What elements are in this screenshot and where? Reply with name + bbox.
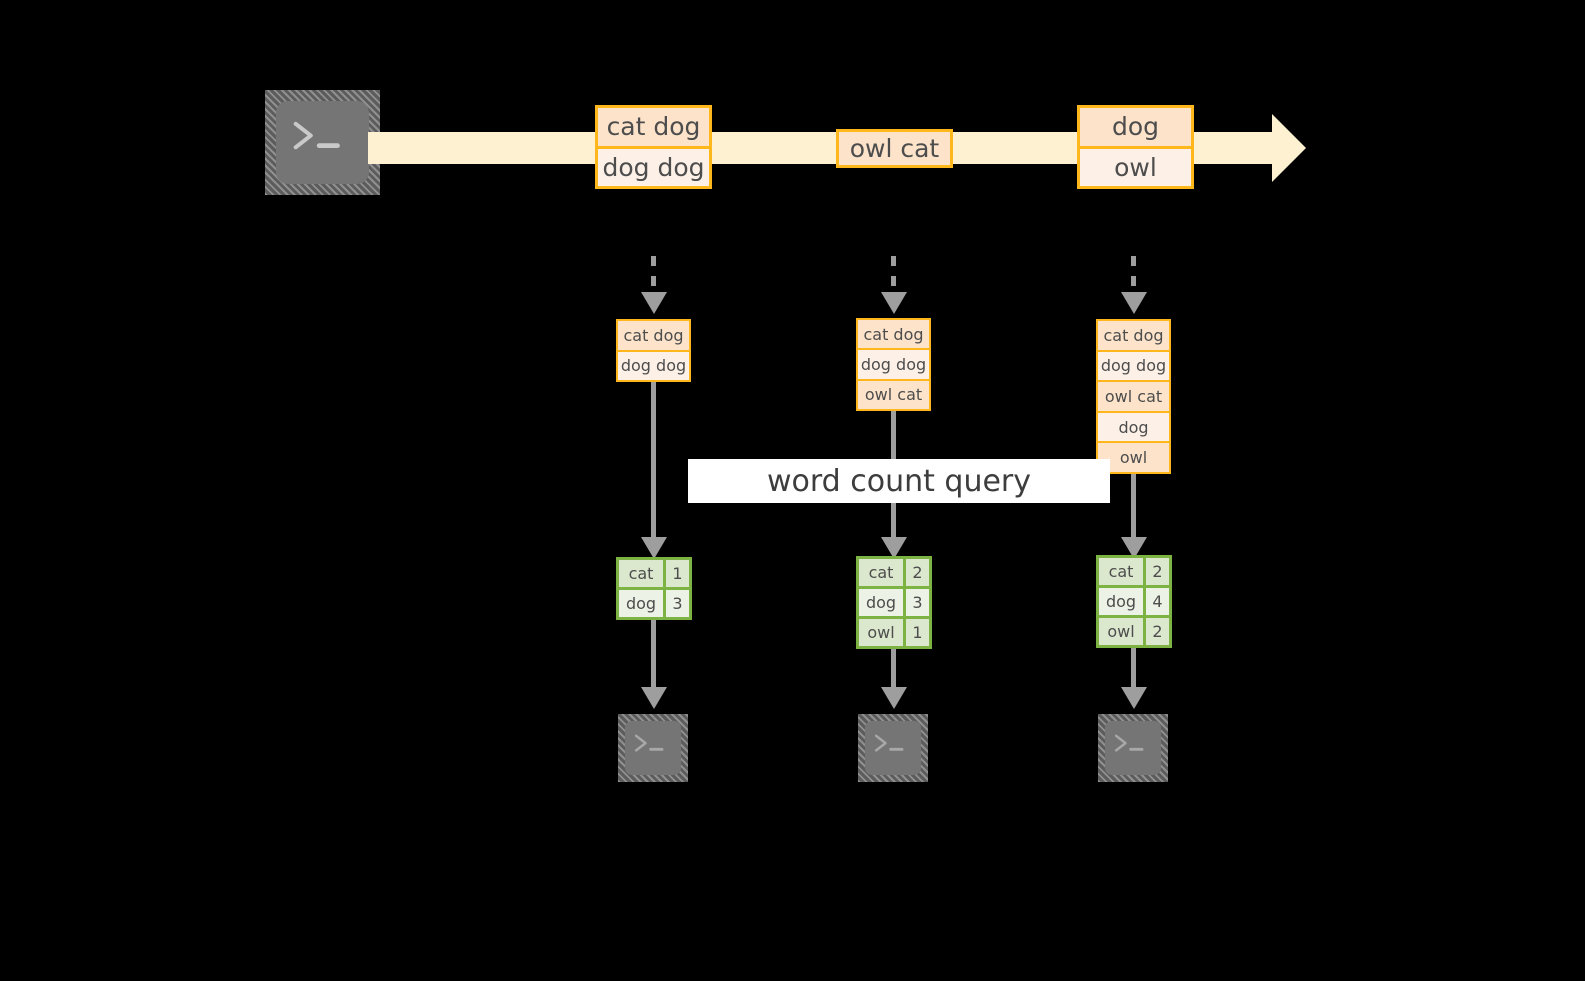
snapshot-row: dog dog bbox=[1098, 349, 1169, 381]
snapshot-row: cat dog bbox=[858, 320, 929, 349]
stream-record-row: cat dog bbox=[598, 108, 709, 146]
word-count-result-table-1: cat 1 dog 3 bbox=[616, 557, 692, 620]
stream-record-group-3: dog owl bbox=[1077, 105, 1194, 189]
result-row: cat 2 bbox=[859, 559, 929, 586]
snapshot-to-result-connector-3 bbox=[1131, 474, 1136, 539]
snapshot-to-result-connector-1 bbox=[651, 382, 656, 539]
snapshot-row: dog dog bbox=[858, 348, 929, 379]
stream-record-row: owl bbox=[1080, 145, 1191, 186]
snapshot-row: owl cat bbox=[858, 378, 929, 409]
source-terminal-icon bbox=[265, 90, 380, 195]
snapshot-row: cat dog bbox=[618, 321, 689, 350]
result-count: 2 bbox=[1143, 618, 1169, 645]
sink-terminal-icon-2 bbox=[858, 714, 928, 782]
snapshot-row: dog dog bbox=[618, 349, 689, 380]
stream-to-snapshot-connector-1 bbox=[651, 256, 656, 294]
result-word: owl bbox=[859, 619, 903, 646]
snapshot-box-1: cat dog dog dog bbox=[616, 319, 691, 382]
word-count-result-table-2: cat 2 dog 3 owl 1 bbox=[856, 556, 932, 649]
result-count: 1 bbox=[903, 619, 929, 646]
terminal-prompt-glyph bbox=[635, 734, 664, 752]
result-word: cat bbox=[1099, 558, 1143, 585]
result-count: 1 bbox=[663, 560, 689, 587]
source-terminal-body bbox=[276, 101, 369, 184]
snapshot-to-result-arrowhead-1 bbox=[641, 537, 667, 559]
result-to-sink-connector-2 bbox=[891, 649, 896, 689]
result-row: owl 2 bbox=[1099, 615, 1169, 645]
sink-terminal-body-1 bbox=[625, 721, 681, 775]
snapshot-to-result-arrowhead-3 bbox=[1121, 537, 1147, 559]
result-word: cat bbox=[859, 559, 903, 586]
result-count: 3 bbox=[663, 590, 689, 617]
snapshot-to-result-arrowhead-2 bbox=[881, 537, 907, 559]
stream-to-snapshot-connector-3 bbox=[1131, 256, 1136, 294]
word-count-query-banner: word count query bbox=[688, 459, 1110, 503]
stream-record-group-2: owl cat bbox=[836, 129, 953, 168]
stream-to-snapshot-arrowhead-3 bbox=[1121, 292, 1147, 314]
result-row: dog 3 bbox=[859, 586, 929, 616]
result-to-sink-connector-3 bbox=[1131, 648, 1136, 689]
stream-record-row: owl cat bbox=[839, 132, 950, 165]
stream-record-row: dog bbox=[1080, 108, 1191, 146]
result-word: cat bbox=[619, 560, 663, 587]
result-count: 2 bbox=[903, 559, 929, 586]
result-to-sink-arrowhead-1 bbox=[641, 687, 667, 709]
snapshot-box-2: cat dog dog dog owl cat bbox=[856, 318, 931, 411]
result-word: dog bbox=[1099, 588, 1143, 615]
stream-to-snapshot-connector-2 bbox=[891, 256, 896, 294]
sink-terminal-icon-3 bbox=[1098, 714, 1168, 782]
sink-terminal-body-3 bbox=[1105, 721, 1161, 775]
snapshot-box-3: cat dog dog dog owl cat dog owl bbox=[1096, 319, 1171, 474]
result-word: owl bbox=[1099, 618, 1143, 645]
result-word: dog bbox=[859, 589, 903, 616]
result-row: cat 1 bbox=[619, 560, 689, 587]
stream-to-snapshot-arrowhead-2 bbox=[881, 292, 907, 314]
terminal-prompt-glyph bbox=[293, 122, 340, 150]
result-count: 4 bbox=[1143, 588, 1169, 615]
result-row: owl 1 bbox=[859, 616, 929, 646]
result-to-sink-arrowhead-2 bbox=[881, 687, 907, 709]
result-row: cat 2 bbox=[1099, 558, 1169, 585]
word-count-query-label: word count query bbox=[766, 463, 1032, 499]
stream-to-snapshot-arrowhead-1 bbox=[641, 292, 667, 314]
word-count-result-table-3: cat 2 dog 4 owl 2 bbox=[1096, 555, 1172, 648]
snapshot-row: owl cat bbox=[1098, 380, 1169, 411]
terminal-prompt-glyph bbox=[1115, 734, 1144, 752]
snapshot-row: owl bbox=[1098, 441, 1169, 472]
terminal-prompt-glyph bbox=[875, 734, 904, 752]
result-count: 2 bbox=[1143, 558, 1169, 585]
stream-record-row: dog dog bbox=[598, 145, 709, 186]
snapshot-row: dog bbox=[1098, 410, 1169, 442]
result-word: dog bbox=[619, 590, 663, 617]
result-to-sink-arrowhead-3 bbox=[1121, 687, 1147, 709]
snapshot-row: cat dog bbox=[1098, 321, 1169, 350]
result-count: 3 bbox=[903, 589, 929, 616]
sink-terminal-icon-1 bbox=[618, 714, 688, 782]
result-to-sink-connector-1 bbox=[651, 620, 656, 689]
sink-terminal-body-2 bbox=[865, 721, 921, 775]
result-row: dog 3 bbox=[619, 587, 689, 617]
result-row: dog 4 bbox=[1099, 585, 1169, 615]
stream-record-group-1: cat dog dog dog bbox=[595, 105, 712, 189]
stream-arrowhead bbox=[1272, 114, 1306, 182]
